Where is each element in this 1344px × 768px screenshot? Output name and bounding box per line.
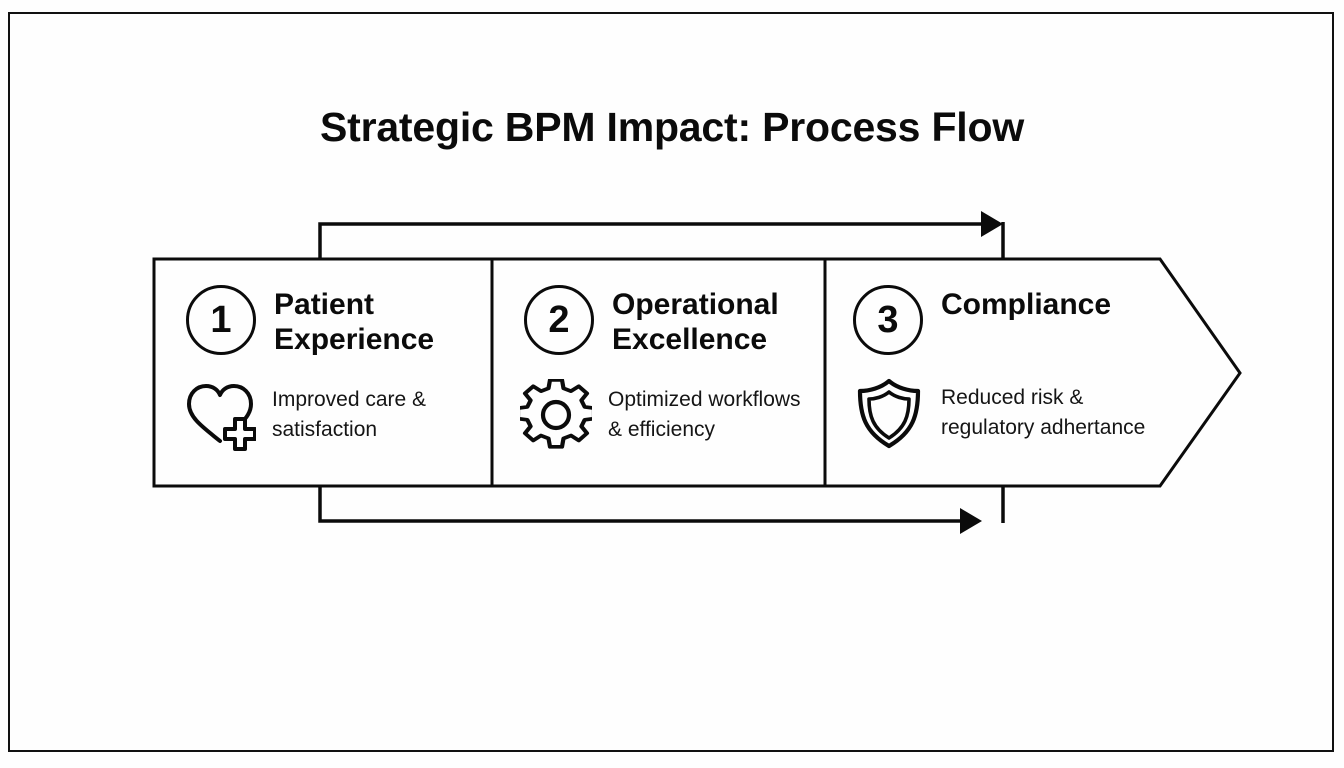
step-3-number-badge: 3	[853, 285, 923, 355]
step-1-heading: Patient Experience	[274, 288, 435, 357]
page-title: Strategic BPM Impact: Process Flow	[319, 104, 1025, 150]
step-3-description: Reduced risk & regulatory adhertance	[941, 386, 1146, 439]
step-1-number: 1	[210, 299, 232, 341]
feedback-arrow-bottom-line	[318, 486, 964, 523]
step-2-body: Optimized workflows & efficiency	[520, 379, 801, 451]
process-step-1[interactable]: 1 Patient Experience Improved care & sat…	[154, 259, 492, 486]
step-1-header: 1 Patient Experience	[186, 285, 434, 357]
step-2-header: 2 Operational Excellence	[524, 285, 779, 357]
gear-icon	[520, 379, 592, 449]
feedback-arrow-top-head	[981, 211, 1003, 237]
step-1-description: Improved care & satisfaction	[272, 388, 427, 441]
process-step-2[interactable]: 2 Operational Excellence Optimized workf…	[492, 259, 825, 486]
process-step-3[interactable]: 3 Compliance Reduced risk & regulatory a…	[825, 259, 1240, 486]
slide-border	[8, 12, 1334, 752]
step-2-heading: Operational Excellence	[612, 288, 779, 357]
step-1-number-badge: 1	[186, 285, 256, 355]
shield-icon	[857, 378, 921, 449]
chevron-arrow-shape	[152, 257, 1242, 488]
feedback-arrow-bottom-head	[960, 508, 982, 534]
heart-plus-icon	[187, 384, 256, 451]
step-3-header: 3 Compliance	[853, 285, 1111, 355]
step-2-number: 2	[548, 299, 570, 341]
step-2-description: Optimized workflows & efficiency	[608, 388, 801, 441]
step-2-number-badge: 2	[524, 285, 594, 355]
step-3-heading: Compliance	[941, 288, 1112, 321]
step-3-number: 3	[877, 299, 899, 341]
step-1-body: Improved care & satisfaction	[184, 379, 426, 451]
step-3-body: Reduced risk & regulatory adhertance	[853, 377, 1145, 449]
feedback-arrow-top-line	[318, 222, 985, 259]
